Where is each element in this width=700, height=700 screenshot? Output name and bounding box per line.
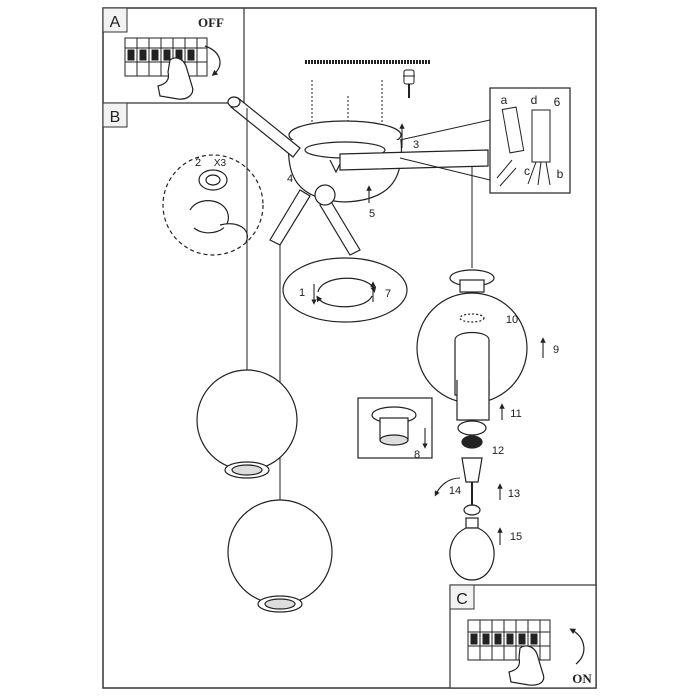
rotation-arrow-icon: [204, 45, 221, 76]
wire-legend-6: 6: [554, 95, 561, 109]
step-label-13: 13: [508, 488, 520, 500]
glass-globe-left-upper: [196, 369, 298, 479]
wire-legend-c: c: [524, 164, 530, 178]
zoom-detail-circle: 2 X3: [162, 154, 264, 256]
rotation-arrow-icon: [569, 628, 585, 665]
cover-disc: [282, 257, 408, 323]
outer-frame: [102, 7, 597, 689]
panel-a-instruction: OFF: [198, 15, 224, 30]
ceiling-mount: [305, 60, 430, 128]
step-label-15: 15: [510, 531, 522, 543]
light-bulb-icon: [449, 517, 495, 581]
mounting-rods: [227, 96, 489, 256]
step-label-5: 5: [369, 208, 375, 220]
step-label-12: 12: [492, 445, 504, 457]
panel-a-letter: A: [110, 14, 121, 31]
switchboard-breaker-icon: [124, 37, 208, 77]
step-label-14: 14: [449, 485, 461, 497]
step-label-7: 7: [385, 288, 391, 300]
hand-icon: [508, 645, 545, 686]
wire-legend-b: b: [557, 167, 564, 181]
panel-c-instruction: ON: [572, 671, 592, 686]
zoom-multiplier: X3: [214, 158, 227, 169]
socket-detail-box: [357, 397, 433, 459]
panel-a: A OFF: [102, 7, 224, 100]
panel-b-letter: B: [110, 109, 121, 126]
step-label-9: 9: [553, 344, 559, 356]
glass-globe-right-exploded: [416, 269, 528, 516]
wire-connector-detail: a d 6 c b: [399, 87, 571, 194]
step-label-1: 1: [299, 287, 305, 299]
screw-icon: [403, 69, 415, 98]
wire-legend-d: d: [531, 93, 538, 107]
step-arrows: [311, 123, 546, 545]
panel-a-label-box: [102, 7, 128, 33]
step-label-4: 4: [287, 173, 293, 185]
glass-globe-left-lower: [227, 499, 333, 613]
panel-c-label-box: [449, 584, 475, 610]
step-label-11: 11: [510, 408, 521, 420]
step-label-3: 3: [413, 139, 419, 151]
wire-connector-icon: [496, 106, 551, 187]
hand-icon: [157, 57, 194, 100]
wire-legend-a: a: [501, 93, 508, 107]
step-label-10: 10: [506, 314, 518, 326]
zoom-step: 2: [195, 157, 201, 169]
step-label-8: 8: [414, 449, 420, 461]
panel-b-label-box: [102, 102, 128, 128]
panel-c-letter: C: [456, 591, 468, 608]
switchboard-breaker-icon: [467, 619, 551, 661]
panel-c: C ON: [449, 584, 597, 689]
